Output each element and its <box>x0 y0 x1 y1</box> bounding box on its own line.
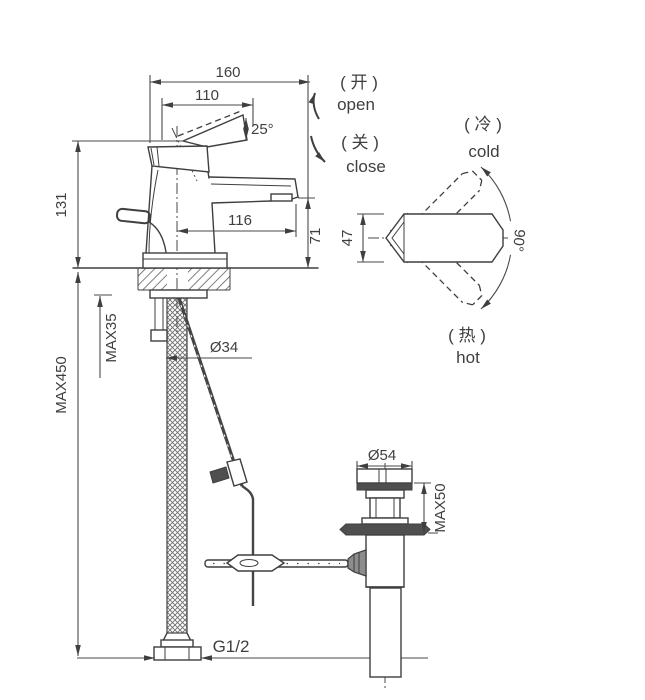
drain-locknut <box>339 523 431 536</box>
mounting-nut <box>150 329 168 342</box>
hose-nut <box>153 646 202 661</box>
drain-cap-band <box>356 482 413 491</box>
drain-cap <box>356 468 413 484</box>
label-close-en: close <box>346 157 386 176</box>
label-hot-cn: ( 热 ) <box>448 326 486 345</box>
braided-hose <box>166 289 188 634</box>
dim-max-deck-thickness: MAX35 <box>103 313 120 362</box>
label-cold-en: cold <box>468 142 499 161</box>
aerator <box>270 193 293 202</box>
lift-rod-vertical <box>241 485 255 606</box>
dim-handle-angle: 25° <box>251 121 274 138</box>
faucet-body <box>115 110 299 342</box>
supply-hose <box>153 289 202 661</box>
dim-handle-length: 110 <box>195 87 219 104</box>
drain-collar <box>361 517 409 525</box>
mounting-washer <box>149 289 208 299</box>
dim-drain-max-height: MAX50 <box>432 483 449 532</box>
rod-connector-plate <box>225 554 286 572</box>
drain-body <box>365 534 405 588</box>
countertop <box>72 267 319 291</box>
drain-assembly: Ø54 MAX50 <box>339 447 449 688</box>
open-direction-arrow <box>308 92 320 120</box>
label-hot-en: hot <box>456 348 480 367</box>
label-open-cn: ( 开 ) <box>340 73 378 92</box>
top-view: 90° 47 ( 冷 ) cold ( 热 ) hot <box>339 115 528 367</box>
handle-top-outline <box>385 213 504 263</box>
dim-handle-width: 47 <box>339 230 356 247</box>
hose-collar <box>160 639 194 648</box>
front-view: 160 110 25° 131 MAX450 MAX35 116 71 Ø34 <box>53 64 428 661</box>
drain-stem <box>365 489 405 499</box>
dim-shank-diameter: Ø34 <box>210 339 238 356</box>
lift-rod-knob <box>115 207 167 253</box>
dim-height-above-deck: 131 <box>53 192 70 217</box>
swing-arc-lower <box>480 254 512 310</box>
dim-spout-height: 71 <box>307 228 324 245</box>
label-cold-cn: ( 冷 ) <box>464 115 502 134</box>
drain-thread-section <box>369 497 401 519</box>
dim-inlet-thread: G1/2 <box>213 637 250 656</box>
label-open-en: open <box>337 95 375 114</box>
clamp-thumbscrew <box>209 466 230 484</box>
counter-hatch-left <box>138 268 167 290</box>
rod-clamp <box>226 458 248 487</box>
dim-flange-diameter: Ø54 <box>368 447 396 464</box>
dim-total-length: 160 <box>215 64 240 81</box>
dim-swing-angle: 90° <box>509 228 528 252</box>
handle-grip <box>147 145 210 173</box>
dim-spout-reach: 116 <box>228 212 252 229</box>
open-close-labels: ( 开 ) open ( 关 ) close <box>308 73 386 176</box>
drain-tailpipe <box>369 587 402 678</box>
swing-arc-upper <box>480 166 512 222</box>
close-direction-arrow <box>310 135 326 163</box>
lift-rod-diagonal <box>177 297 244 487</box>
pop-up-linkage <box>177 297 349 606</box>
label-close-cn: ( 关 ) <box>341 133 379 152</box>
faucet-base <box>142 252 228 269</box>
dim-hose-length: MAX450 <box>53 356 70 414</box>
front-view-dimensions: 160 110 25° 131 MAX450 MAX35 116 71 Ø34 <box>53 64 428 661</box>
handle-blade <box>180 113 248 148</box>
rod-inlet-connector <box>347 549 367 577</box>
counter-hatch-right <box>188 268 230 290</box>
handle-open-position <box>177 110 242 137</box>
